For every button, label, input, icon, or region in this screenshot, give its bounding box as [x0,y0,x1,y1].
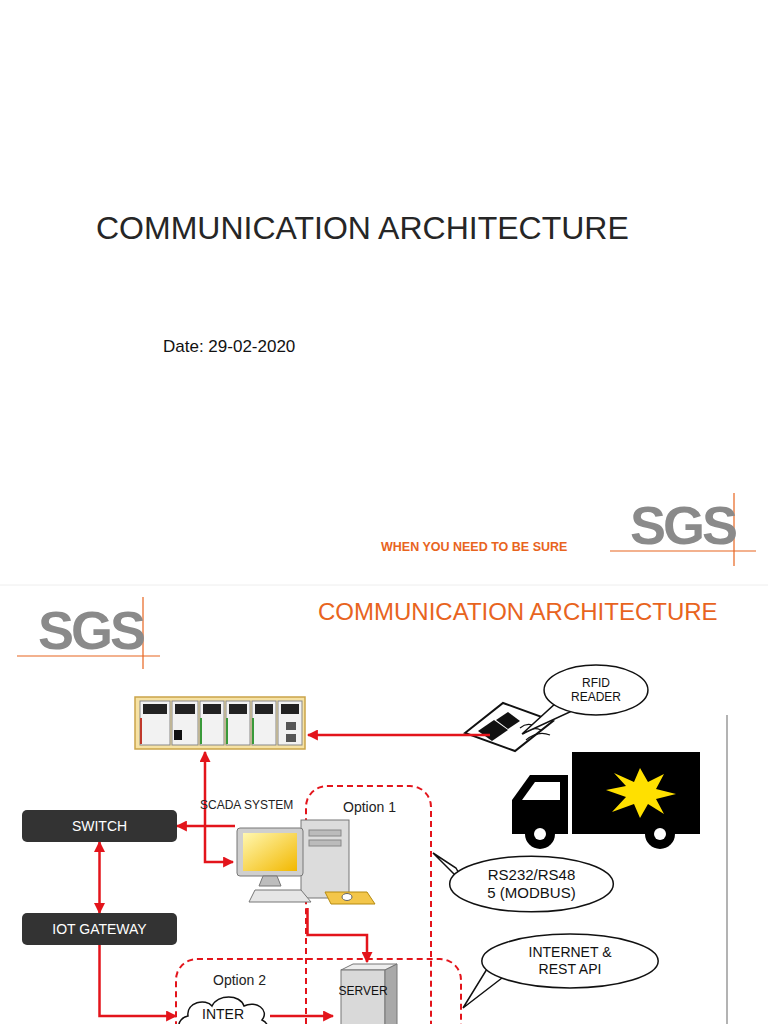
scada-computer: SCADA SYSTEM [235,820,380,908]
server-icon: SERVER [333,962,401,1024]
callout-bubble: RS232/RS48 5 (MODBUS) [448,855,615,913]
node-text: SWITCH [72,818,127,835]
connector-arrow [177,825,235,828]
logo-text: SGS [630,494,735,556]
truck [512,752,700,849]
slogan-text: WHEN YOU NEED TO BE SURE [381,540,567,554]
pc-tower [301,820,349,898]
internet-cloud: INTER [176,994,270,1024]
separator-line [726,715,728,1024]
rfid-wire [308,734,490,737]
pc-mousepad [325,892,375,904]
node-text: IOT GATEWAY [52,921,146,938]
connector-arrow [308,908,368,962]
slide-title: COMMUNICATION ARCHITECTURE [96,210,629,247]
logo-text: SGS [38,599,143,661]
pc-drive [309,840,341,846]
pc-screen [243,833,297,871]
rfid-reader-icon [465,703,553,751]
connector-arrow [270,1015,333,1018]
callout-outline [544,665,648,715]
callout-bubble: RFID READER [543,664,649,716]
callout-bubble: INTERNET & REST API [480,933,660,989]
callout-outline [450,856,614,912]
region-label: Option 2 [213,972,460,989]
logo-lines [610,493,756,566]
node-text: INTER [202,1006,244,1023]
slide-divider [0,585,768,586]
network-box: SWITCH [22,810,177,842]
cloud-outline [179,997,268,1024]
pc-drive [309,830,341,836]
pc-mouse [342,894,352,901]
scada-computer-shape [235,820,380,908]
pc-stand [259,876,281,886]
pc-keyboard [249,890,311,902]
system-label: SCADA SYSTEM [200,798,293,812]
logo-lines [17,597,160,669]
node-text: RFID READER [565,676,627,705]
plc-rack [135,697,305,749]
slide-heading: COMMUNICATION ARCHITECTURE [318,598,718,626]
connector-arrow [100,945,177,1016]
node-text: SERVER [338,984,387,998]
region-label: Option 1 [343,799,430,816]
connector-arrow [98,842,101,913]
callout-outline [482,934,658,988]
date-text: Date: 29-02-2020 [163,337,295,357]
network-box: IOT GATEWAY [22,913,177,945]
node-text: INTERNET & REST API [515,944,625,978]
node-text: RS232/RS48 5 (MODBUS) [486,866,578,902]
pc-monitor [237,828,303,876]
